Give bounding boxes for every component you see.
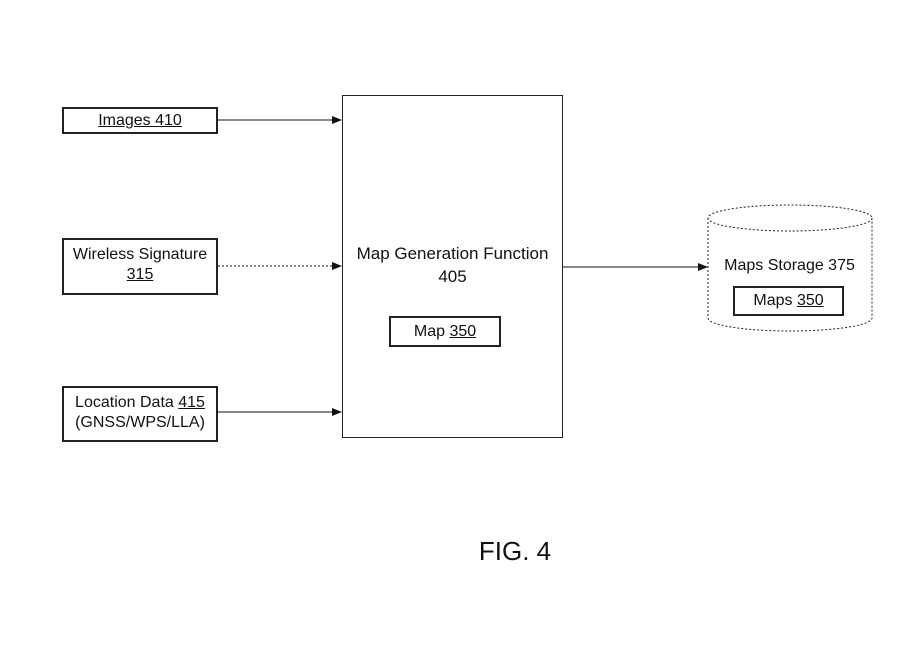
maps-storage-label: Maps Storage 375 [724, 257, 855, 274]
map-label: Map [413, 323, 445, 340]
wireless-signature-ref: 315 [126, 266, 154, 283]
location-data-ref: 415 [178, 394, 205, 411]
map-generation-function-box: Map Generation Function 405 Map 350 [342, 95, 563, 438]
map-ref: 350 [449, 323, 477, 340]
wireless-signature-box: Wireless Signature 315 [62, 238, 218, 295]
location-data-box: Location Data 415 (GNSS/WPS/LLA) [62, 386, 218, 442]
location-data-detail: (GNSS/WPS/LLA) [75, 414, 205, 431]
maps-label: Maps [753, 292, 793, 309]
maps-box: Maps 350 [733, 286, 844, 316]
wireless-signature-label: Wireless Signature [72, 246, 208, 263]
images-input-box: Images 410 [62, 107, 218, 134]
images-ref: 410 [155, 112, 182, 129]
location-data-label: Location Data [75, 394, 174, 411]
maps-ref: 350 [796, 292, 824, 309]
map-generation-function-label: Map Generation Function [356, 244, 549, 263]
map-generation-function-title: Map Generation Function 405 [343, 242, 562, 288]
location-data-title: Location Data 415 [64, 393, 216, 413]
map-box: Map 350 [389, 316, 501, 347]
map-generation-function-ref: 405 [438, 267, 467, 286]
figure-label: FIG. 4 [478, 536, 552, 566]
images-label: Images 410 [98, 112, 182, 129]
